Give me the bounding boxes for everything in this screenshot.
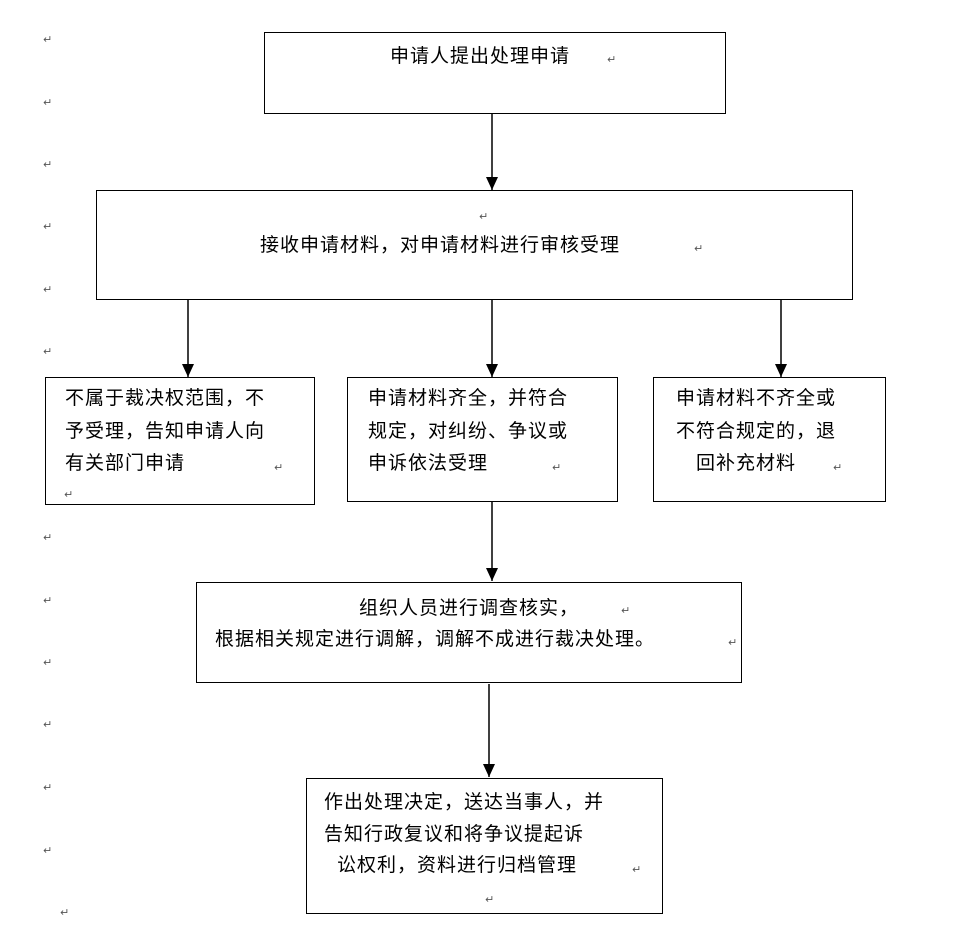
paragraph-mark-icon: ↵	[833, 461, 843, 474]
branch-left-line3: 有关部门申请	[65, 452, 186, 474]
paragraph-mark-icon: ↵	[43, 531, 53, 544]
paragraph-mark-icon: ↵	[43, 656, 53, 669]
paragraph-mark-icon: ↵	[607, 53, 617, 66]
branch-middle-line3: 申诉依法受理	[368, 452, 489, 474]
branch-right-line3: 回补充材料	[696, 452, 797, 474]
step2-box: ↵ 接收申请材料，对申请材料进行审核受理 ↵	[96, 190, 853, 300]
paragraph-mark-icon: ↵	[60, 906, 70, 919]
step5-line2: 告知行政复议和将争议提起诉	[324, 823, 585, 845]
step5-box: 作出处理决定，送达当事人，并 告知行政复议和将争议提起诉 讼权利，资料进行归档管…	[306, 778, 663, 914]
paragraph-mark-icon: ↵	[43, 594, 53, 607]
paragraph-mark-icon: ↵	[43, 33, 53, 46]
paragraph-mark-icon: ↵	[632, 863, 642, 876]
paragraph-mark-icon: ↵	[43, 96, 53, 109]
branch-middle-box: 申请材料齐全，并符合 规定，对纠纷、争议或 申诉依法受理 ↵	[347, 377, 618, 502]
paragraph-mark-icon: ↵	[43, 781, 53, 794]
step5-line1: 作出处理决定，送达当事人，并	[324, 791, 605, 813]
step1-box: 申请人提出处理申请 ↵	[264, 32, 726, 114]
branch-left-box: 不属于裁决权范围，不 予受理，告知申请人向 有关部门申请 ↵ ↵	[45, 377, 315, 505]
paragraph-mark-icon: ↵	[43, 718, 53, 731]
paragraph-mark-icon: ↵	[485, 893, 495, 906]
branch-right-line1: 申请材料不齐全或	[676, 387, 837, 409]
step1-text: 申请人提出处理申请	[390, 45, 571, 67]
step2-text: 接收申请材料，对申请材料进行审核受理	[260, 234, 621, 256]
paragraph-mark-icon: ↵	[621, 604, 631, 617]
paragraph-mark-icon: ↵	[64, 488, 74, 501]
branch-middle-line2: 规定，对纠纷、争议或	[368, 420, 569, 442]
branch-left-line1: 不属于裁决权范围，不	[65, 387, 266, 409]
paragraph-mark-icon: ↵	[43, 220, 53, 233]
step5-line3: 讼权利，资料进行归档管理	[337, 854, 578, 876]
branch-middle-line1: 申请材料齐全，并符合	[368, 387, 569, 409]
paragraph-mark-icon: ↵	[694, 242, 704, 255]
paragraph-mark-icon: ↵	[728, 636, 738, 649]
step4-box: 组织人员进行调查核实， ↵ 根据相关规定进行调解，调解不成进行裁决处理。 ↵	[196, 582, 742, 683]
branch-left-line2: 予受理，告知申请人向	[65, 420, 266, 442]
paragraph-mark-icon: ↵	[43, 345, 53, 358]
step4-line2: 根据相关规定进行调解，调解不成进行裁决处理。	[215, 628, 656, 650]
step4-line1: 组织人员进行调查核实，	[359, 597, 580, 619]
paragraph-mark-icon: ↵	[274, 461, 284, 474]
paragraph-mark-icon: ↵	[43, 844, 53, 857]
paragraph-mark-icon: ↵	[479, 210, 489, 223]
paragraph-mark-icon: ↵	[43, 283, 53, 296]
paragraph-mark-icon: ↵	[43, 158, 53, 171]
branch-right-line2: 不符合规定的，退	[676, 420, 837, 442]
branch-right-box: 申请材料不齐全或 不符合规定的，退 回补充材料 ↵	[653, 377, 886, 502]
paragraph-mark-icon: ↵	[552, 461, 562, 474]
